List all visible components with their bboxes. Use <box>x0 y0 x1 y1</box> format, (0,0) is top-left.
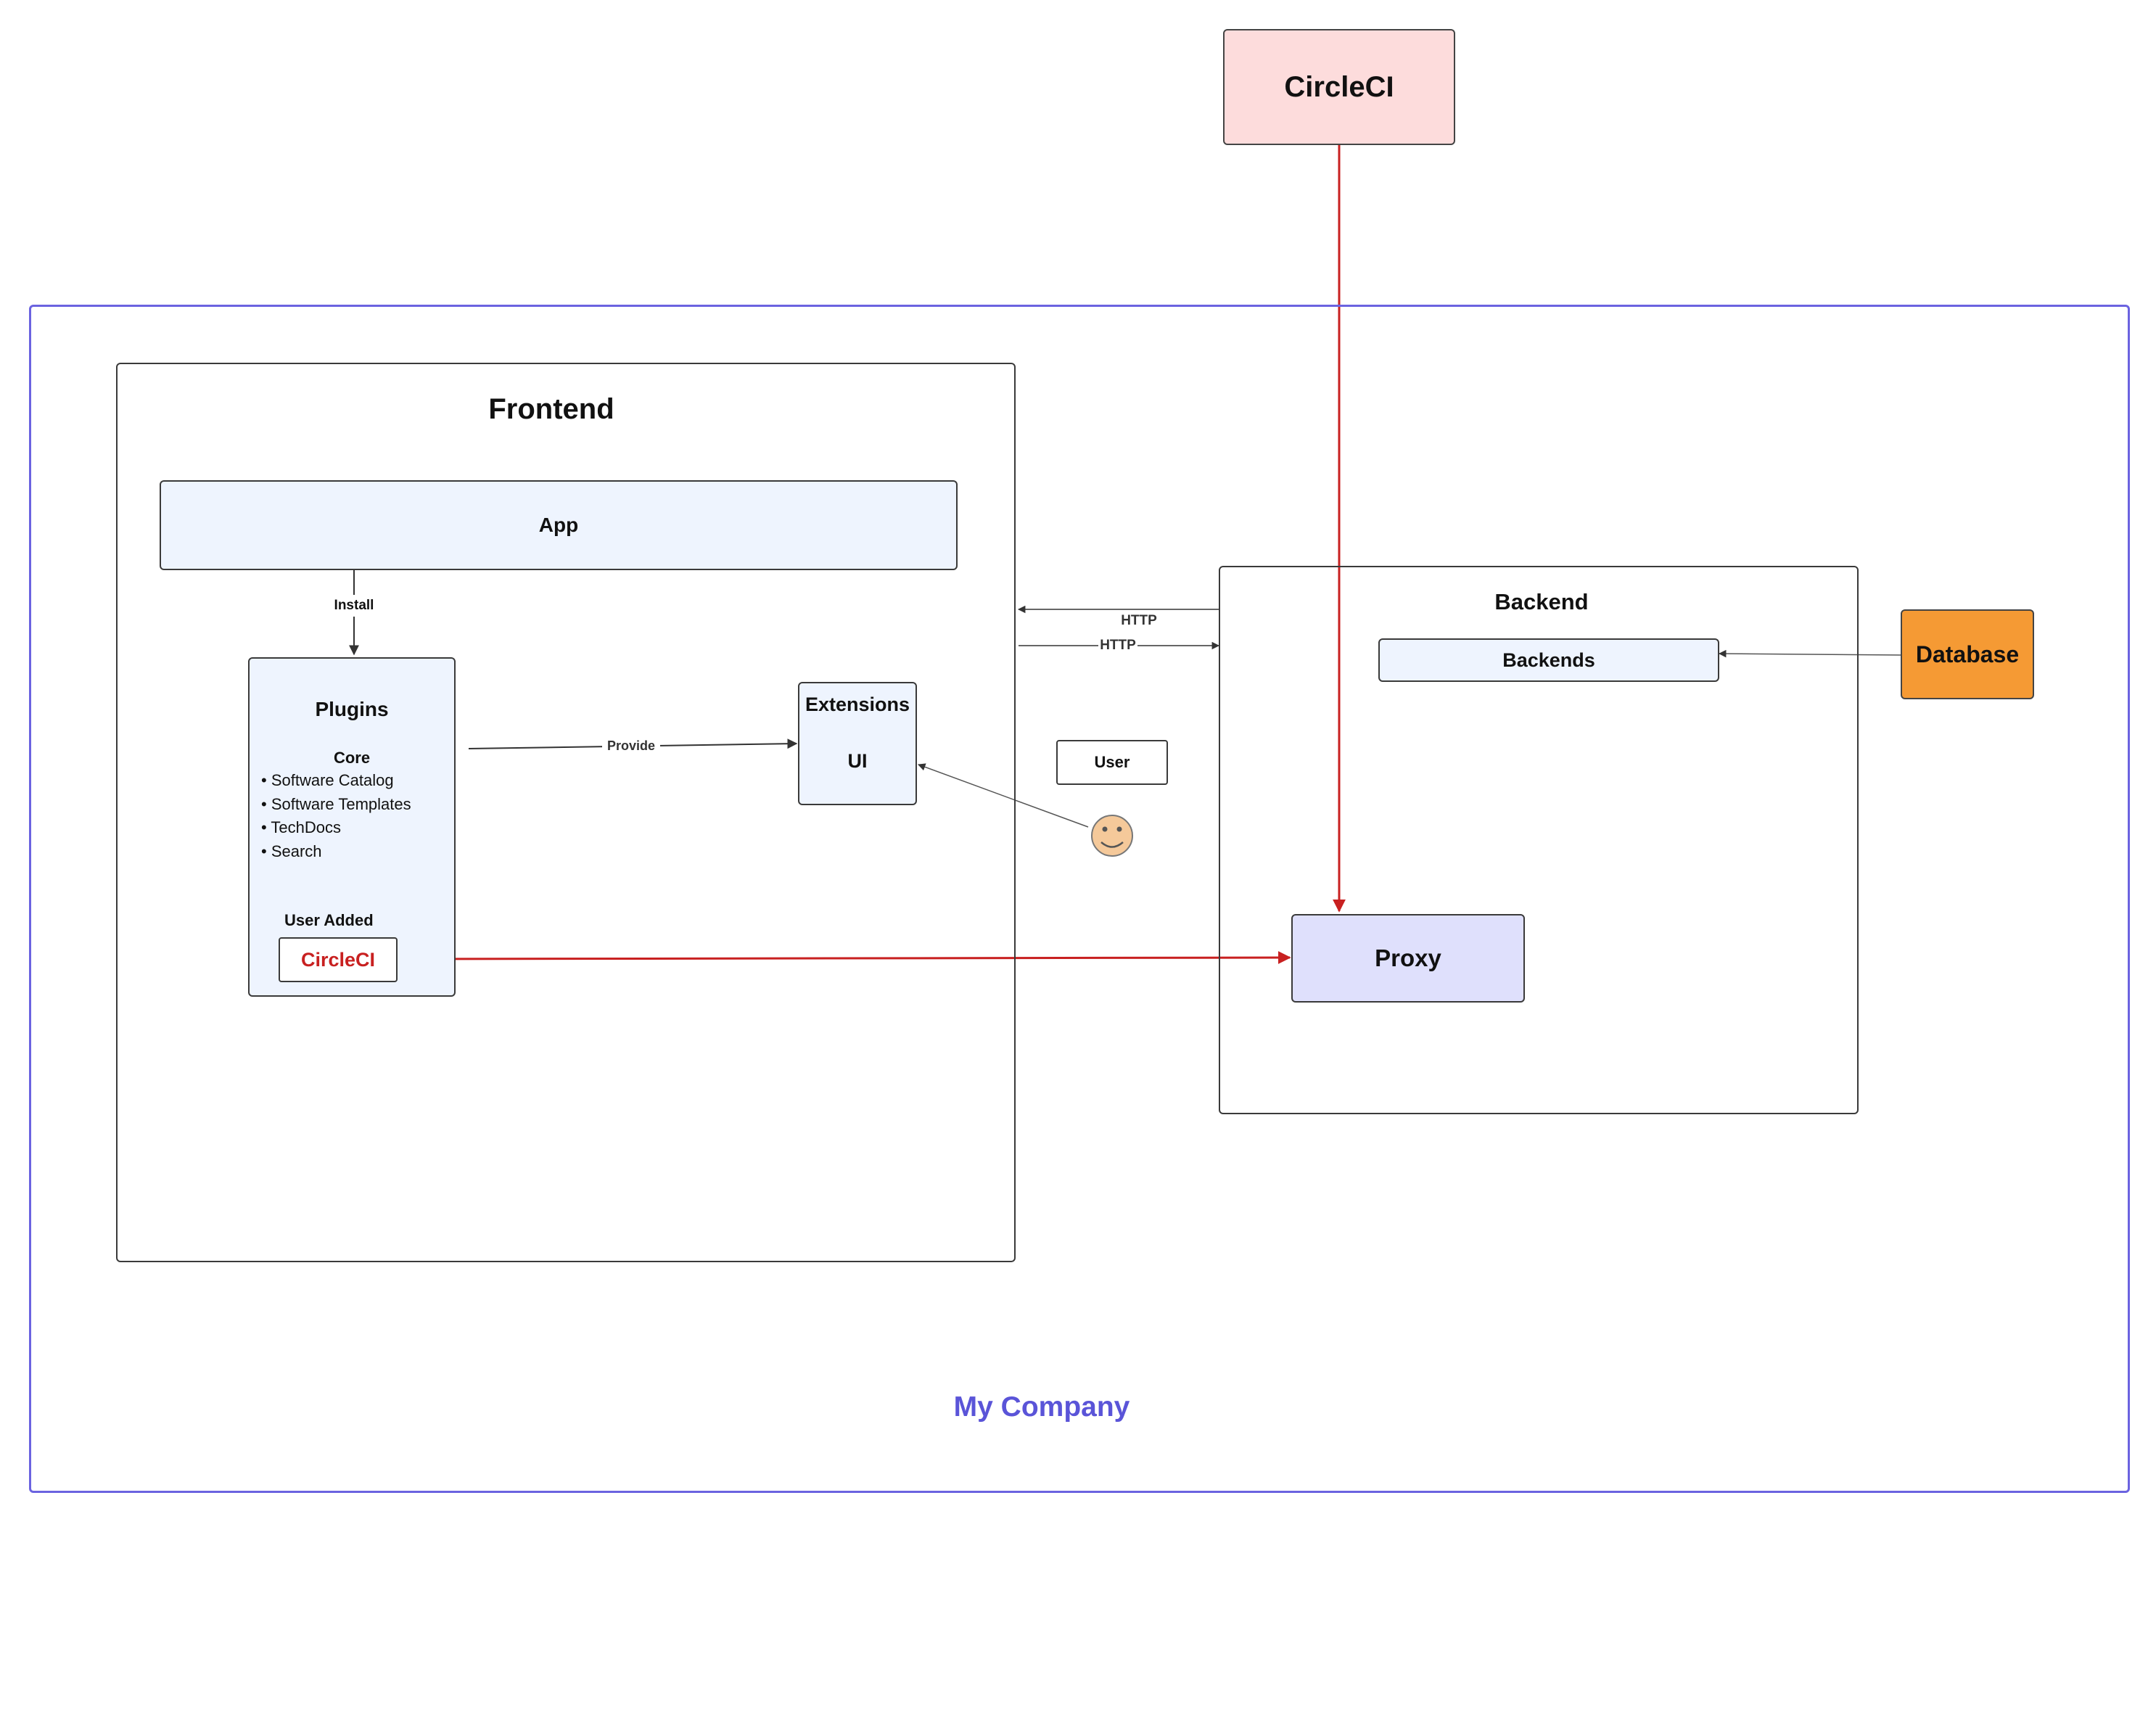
plugins-core-list: • Software Catalog • Software Templates … <box>261 769 450 863</box>
plugins-title: Plugins <box>315 698 389 720</box>
circleci-external-node[interactable]: CircleCI <box>1223 29 1455 145</box>
proxy-node[interactable]: Proxy <box>1291 914 1525 1003</box>
provide-edge-label: Provide <box>602 736 660 756</box>
extensions-ui-label: UI <box>847 749 868 772</box>
backend-container <box>1219 566 1859 1114</box>
plugins-core-item: • TechDocs <box>261 818 342 836</box>
app-node[interactable]: App <box>160 480 958 570</box>
circleci-external-label: CircleCI <box>1284 70 1394 103</box>
frontend-container <box>116 363 1016 1262</box>
database-node[interactable]: Database <box>1901 609 2034 699</box>
extensions-node[interactable] <box>798 682 917 805</box>
install-edge-label: Install <box>318 595 390 617</box>
plugins-core-item: • Software Templates <box>261 794 411 813</box>
backends-node[interactable]: Backends <box>1378 638 1719 682</box>
http-label-upper: HTTP <box>1121 613 1157 628</box>
http-label-lower: HTTP <box>1098 635 1137 656</box>
my-company-boundary <box>29 305 2130 1493</box>
my-company-label: My Company <box>953 1391 1130 1423</box>
user-node[interactable]: User <box>1056 740 1168 785</box>
plugins-core-item: • Search <box>261 841 322 860</box>
plugins-core-item: • Software Catalog <box>261 771 394 789</box>
circleci-plugin-node[interactable]: CircleCI <box>279 937 398 982</box>
extensions-title: Extensions <box>805 693 910 715</box>
plugins-user-added-heading: User Added <box>284 911 374 929</box>
backend-title: Backend <box>1494 589 1589 614</box>
plugins-core-heading: Core <box>333 749 371 767</box>
frontend-title: Frontend <box>488 392 614 425</box>
